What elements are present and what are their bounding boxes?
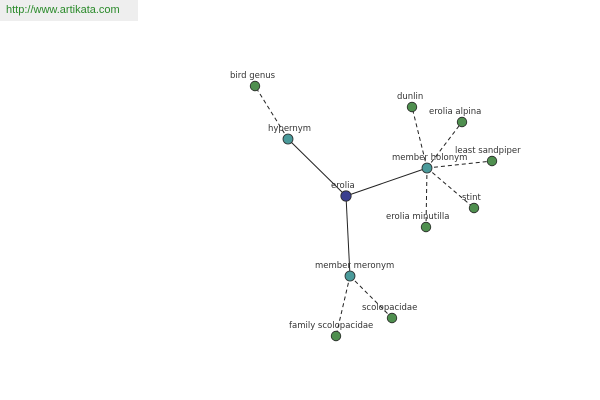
edge-member-meronym-to-family-scolopacidae [335, 275, 351, 337]
edge-erolia-to-hypernym [287, 138, 347, 197]
edge-member-holonym-to-stint [426, 167, 475, 209]
node-label-erolia-minutilla: erolia minutilla [386, 212, 449, 222]
node-label-scolopacidae: scolopacidae [362, 303, 417, 313]
edge-member-meronym-to-scolopacidae [349, 275, 393, 319]
node-hypernym[interactable] [282, 133, 294, 145]
edge-erolia-to-member-holonym [345, 167, 428, 197]
edge-member-holonym-to-erolia-minutilla [425, 167, 428, 228]
node-label-dunlin: dunlin [397, 92, 423, 102]
node-label-member-meronym: member meronym [315, 261, 394, 271]
edge-hypernym-to-bird-genus [254, 85, 289, 140]
node-label-bird-genus: bird genus [230, 71, 276, 81]
labels-layer: erolia hypernym member holonym member meron… [230, 71, 521, 331]
node-family-scolopacidae[interactable] [330, 330, 342, 342]
node-stint[interactable] [468, 202, 480, 214]
edge-member-holonym-to-dunlin [411, 106, 428, 169]
node-label-member-holonym: member holonym [392, 153, 467, 163]
edge-member-holonym-to-erolia-alpina [426, 121, 463, 169]
node-label-erolia: erolia [331, 181, 355, 191]
node-bird-genus[interactable] [249, 80, 261, 92]
node-member-meronym[interactable] [344, 270, 356, 282]
edge-member-holonym-to-least-sandpiper [426, 160, 493, 169]
node-member-holonym[interactable] [421, 162, 433, 174]
node-label-family-scolopacidae: family scolopacidae [289, 321, 373, 331]
site-url-link[interactable]: http://www.artikata.com [0, 0, 138, 21]
node-label-hypernym: hypernym [268, 124, 311, 134]
node-erolia-alpina[interactable] [456, 116, 468, 128]
node-label-least-sandpiper: least sandpiper [455, 146, 521, 156]
node-dunlin[interactable] [406, 101, 418, 113]
nodes-layer [249, 80, 498, 342]
node-erolia[interactable] [340, 190, 352, 202]
node-scolopacidae[interactable] [386, 312, 398, 324]
node-label-erolia-alpina: erolia alpina [429, 107, 481, 117]
node-least-sandpiper[interactable] [486, 155, 498, 167]
edge-erolia-to-member-meronym [345, 195, 351, 277]
edges-layer [254, 85, 493, 337]
node-label-stint: stint [462, 193, 482, 203]
node-erolia-minutilla[interactable] [420, 221, 432, 233]
